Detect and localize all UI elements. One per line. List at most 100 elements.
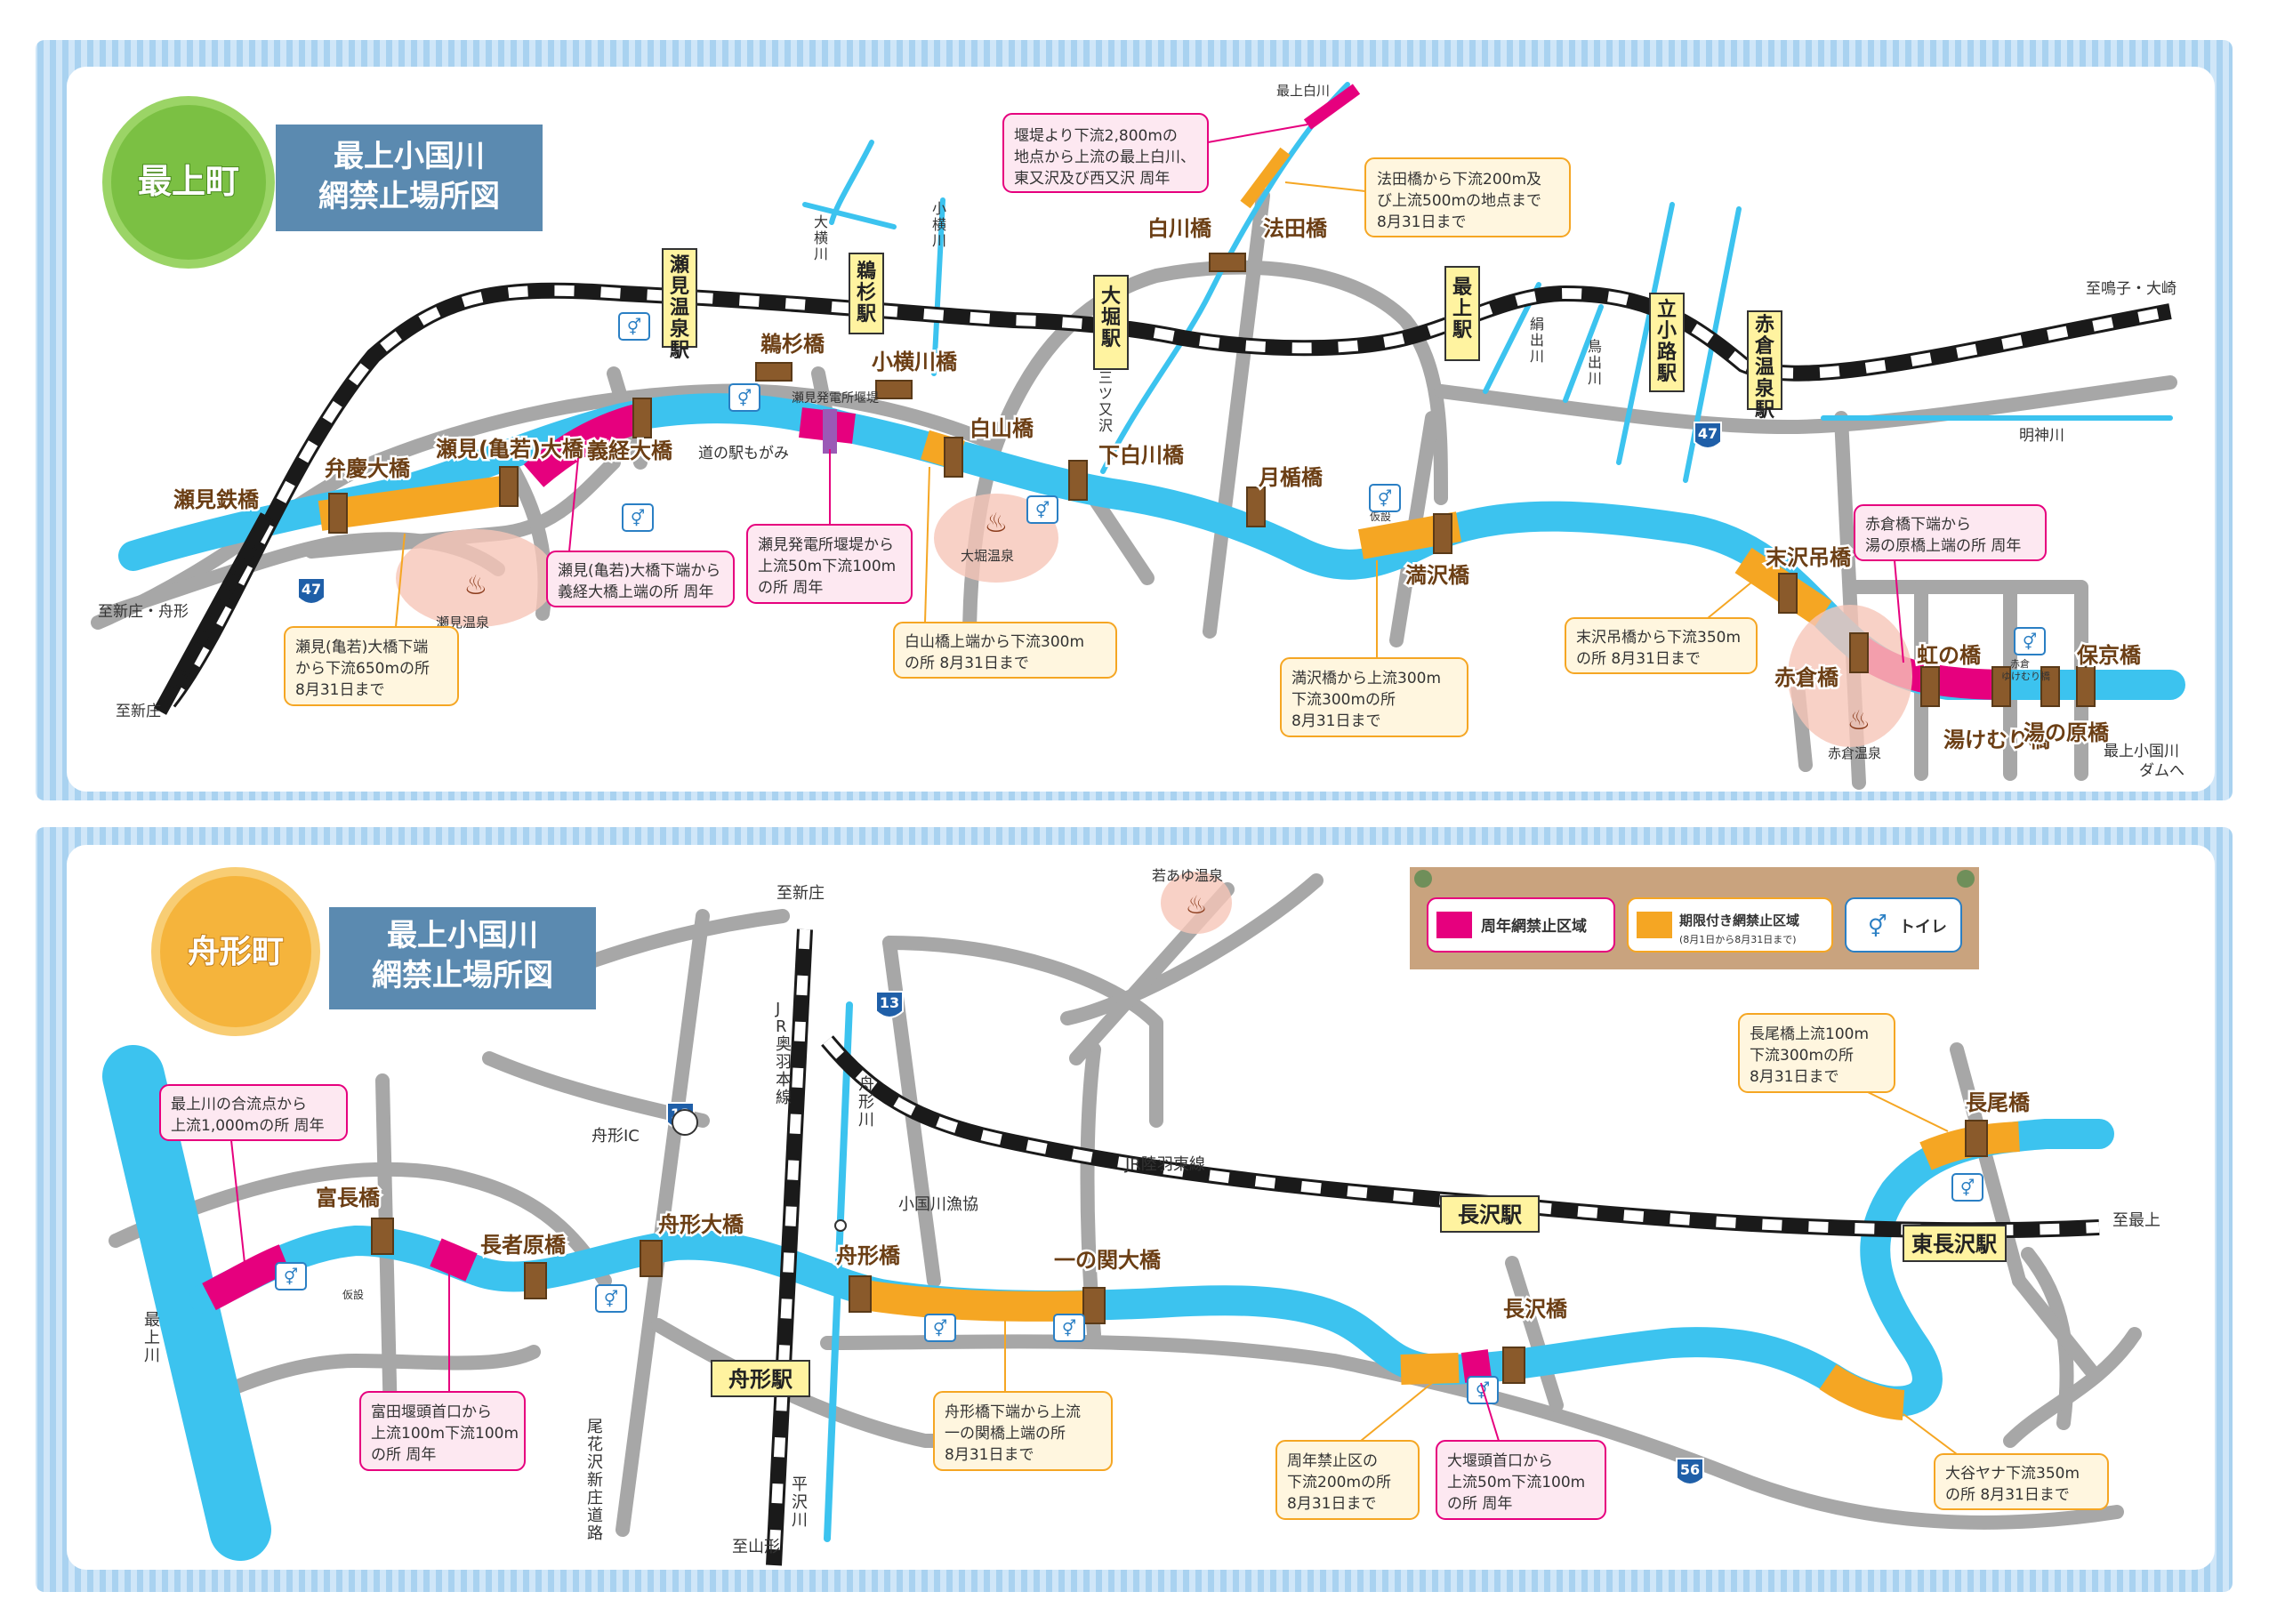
svg-text:⚥: ⚥ (284, 1267, 298, 1287)
label-temp-toilet-1: 仮設 (342, 1288, 364, 1301)
label-tominaga: 富長橋 (316, 1186, 381, 1210)
legend-seasonal-swatch (1637, 912, 1672, 938)
label-akakura-onsen: 赤倉温泉 (1828, 745, 1881, 761)
toilet-icon (1053, 1314, 1085, 1342)
legend-toilet-label: トイレ (1899, 918, 1947, 937)
legend: 周年網禁止区域 期限付き網禁止区域 (8月1日から8月31日まで) ⚥ トイレ (1410, 867, 1979, 969)
label-wakaayu-onsen: 若あゆ温泉 (1152, 867, 1223, 884)
svg-text:⚥: ⚥ (1035, 501, 1050, 520)
mogami-bridges (328, 253, 2096, 707)
label-jr-rikuu: JR陸羽東線 (1124, 1155, 1205, 1174)
bridge-nagasawa (1502, 1347, 1525, 1384)
bridge-benkei (328, 493, 348, 534)
bridge-chojabara (524, 1262, 547, 1299)
label-shimo-shirakawa: 下白川橋 (1098, 443, 1185, 468)
station-mogami: 最上駅 (1452, 277, 1473, 342)
label-akakura-small-1: 赤倉 (2010, 657, 2030, 670)
funagata-rails (766, 929, 2100, 1566)
mogami-river (102, 1045, 271, 1561)
svg-text:⚥: ⚥ (2023, 632, 2037, 652)
funagata-rivers (102, 1001, 2114, 1561)
funagata-bridges (371, 1120, 1988, 1384)
toilet-icon: ⚥ (1868, 914, 1887, 939)
station-higashi-nagasawa-label: 東長沢駅 (1911, 1232, 1997, 1257)
zone-yearround-confluence (202, 1244, 291, 1311)
callout-nagao (1738, 1013, 1895, 1093)
callout-hotta (1364, 157, 1571, 237)
callout-semi-gikei (546, 551, 735, 607)
station-nagasawa-label: 長沢駅 (1458, 1202, 1522, 1227)
label-tsukitate: 月楯橋 (1258, 465, 1324, 490)
label-to-dam-1: 最上小国川 (2104, 743, 2179, 760)
callout-yearround-ku (1275, 1440, 1420, 1520)
funagata-bridge-labels: 富長橋 長者原橋 舟形大橋 舟形橋 一の関大橋 長沢橋 長尾橋 (314, 1089, 2033, 1324)
callout-ohori-weir (1436, 1440, 1606, 1520)
bridge-suezawa (1778, 573, 1798, 614)
callout-semi-down (284, 626, 459, 706)
label-mogami-river: 最上川 (144, 1311, 160, 1365)
callout-otani (1934, 1453, 2109, 1510)
funagata-title-line2: 網禁止場所図 (372, 958, 553, 993)
mogami-badge (102, 96, 275, 269)
label-nagasawa-bridge: 長沢橋 (1503, 1297, 1568, 1322)
label-to-yamagata: 至山形 (732, 1538, 780, 1556)
mogami-map: 47 47 瀬見温泉駅 (91, 82, 2185, 790)
zone-seasonal-funagata (856, 1279, 1095, 1322)
label-niji: 虹の橋 (1917, 643, 1982, 668)
bridge-ichinoseki (1082, 1287, 1106, 1324)
funagata-roads (109, 873, 2142, 1537)
mogami-bridge-labels: 弁慶大橋 瀬見(亀若)大橋 義経大橋 鵜杉橋 小横川橋 白山橋 下白川橋 白川橋… (172, 214, 2144, 755)
label-hotta: 法田橋 (1263, 216, 1328, 241)
bridge-usugi (755, 362, 793, 382)
label-funagata-ohashi: 舟形大橋 (658, 1212, 744, 1237)
bridge-gikei (632, 398, 652, 438)
zone-yearround-gikei (523, 403, 645, 487)
mogami-onsen-icons: ♨ ♨ ♨ (464, 508, 1871, 736)
zone-yearround-tomita (430, 1238, 478, 1282)
bridge-kooyokogawa (875, 380, 913, 399)
label-michinoeki: 道の駅もがみ (698, 445, 789, 462)
label-usugi: 鵜杉橋 (760, 332, 825, 357)
svg-text:⚥: ⚥ (1960, 1178, 1975, 1198)
onsen-icon: ♨ (464, 570, 488, 601)
label-ichinoseki: 一の関大橋 (1054, 1248, 1162, 1273)
station-funagata-label: 舟形駅 (728, 1367, 793, 1392)
mogami-title-line2: 網禁止場所図 (318, 179, 500, 214)
legend-yearround-label: 周年網禁止区域 (1481, 917, 1587, 936)
toilet-icon (2014, 627, 2046, 655)
mogami-toilets: ⚥ ⚥ ⚥ ⚥ ⚥ ⚥ (618, 312, 2046, 655)
label-koyokogawa: 小横川 (932, 200, 946, 249)
zone-yearround-ohori (1460, 1349, 1493, 1383)
bridge-niji (1920, 666, 1940, 707)
label-torikawa: 鳥出川 (1588, 338, 1602, 387)
bridge-semi-kamewaka (499, 466, 519, 507)
onsen-icon: ♨ (1847, 705, 1871, 736)
label-ohori-onsen: 大堀温泉 (961, 548, 1014, 564)
bridge-funagata-ohashi (640, 1240, 663, 1277)
funagata-badge-text: 舟形町 (188, 934, 284, 970)
label-shirakawa: 白川橋 (1147, 216, 1212, 241)
mogami-route-markers: 47 47 (297, 422, 1722, 605)
route-47b-label: 47 (1698, 425, 1718, 442)
label-mitsuzawa: 満沢橋 (1405, 563, 1470, 588)
callout-confluence-text: 最上川の合流点から上流1,000mの所 周年 (171, 1096, 325, 1135)
funagata-badge (151, 867, 320, 1036)
svg-text:⚥: ⚥ (631, 509, 645, 528)
station-ohori: 大堀駅 (1101, 285, 1121, 350)
label-okogawa: 大横川 (814, 213, 828, 262)
label-funagata-ic: 舟形IC (591, 1127, 640, 1146)
label-nagao: 長尾橋 (1966, 1090, 2031, 1115)
label-to-naruko: 至鳴子・大崎 (2086, 280, 2176, 298)
label-yukemuri: 湯けむり橋 (1943, 728, 2051, 752)
legend-yearround (1427, 897, 1615, 953)
zone-yearround-shirakawa (1303, 84, 1361, 130)
label-gikei: 義経大橋 (587, 438, 673, 463)
mogami-title-line1: 最上小国川 (334, 139, 485, 174)
station-nagasawa (1440, 1195, 1540, 1233)
